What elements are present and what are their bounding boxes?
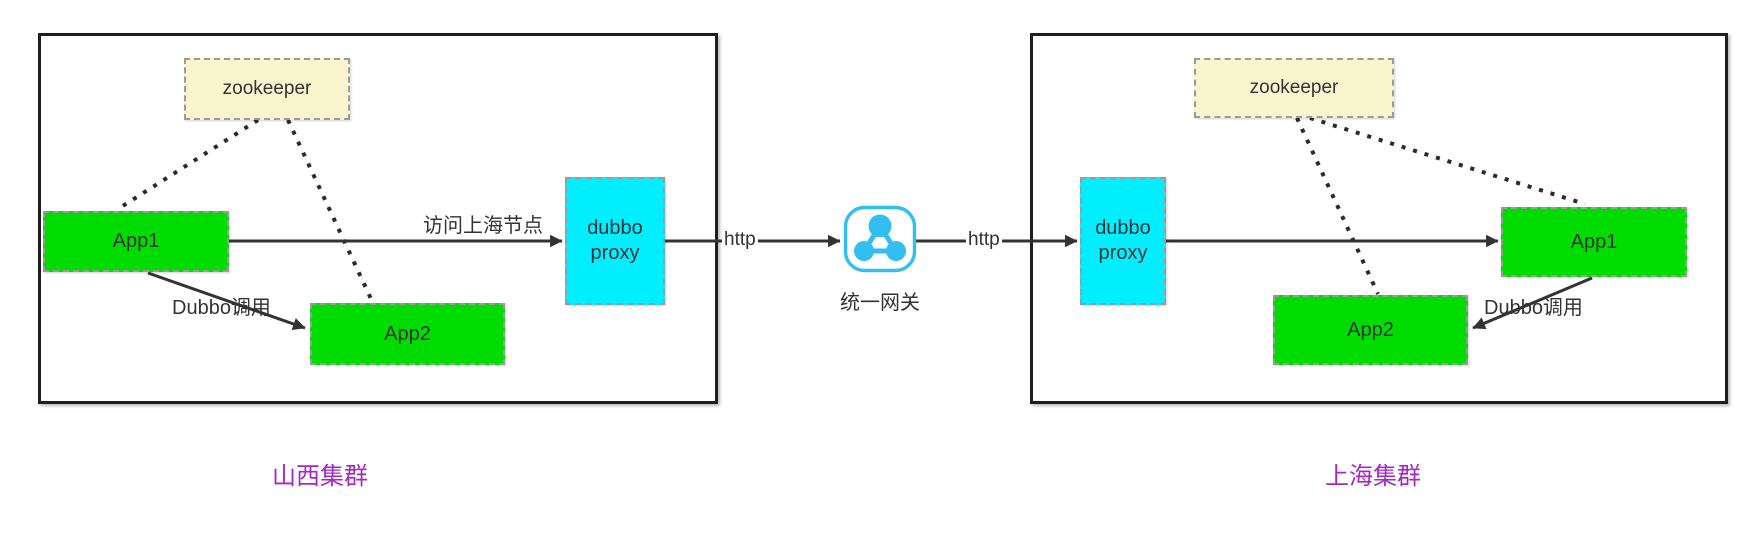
cluster-label-shanxi: 山西集群 [272,463,368,490]
node-right-app1: App1 [1501,207,1687,277]
gateway-node [843,205,917,273]
node-left-app2-label: App2 [384,322,431,345]
gateway-label: 统一网关 [840,292,920,314]
edge-right-zookeeper-app2-dotted [1295,117,1380,295]
network-nodes-icon [843,205,917,273]
edge-label-right-dubbo-call: Dubbo调用 [1484,297,1583,319]
edge-label-visit-shanghai: 访问上海节点 [423,215,543,237]
node-right-app1-label: App1 [1570,230,1618,253]
node-right-zookeeper: zookeeper [1194,58,1394,118]
node-left-app1-label: App1 [112,230,160,252]
http-label-right: http [966,229,1002,251]
edge-left-zookeeper-app2-dotted [286,119,374,302]
edge-right-zookeeper-app1-dotted [1309,116,1586,206]
edge-label-left-dubbo-call: Dubbo调用 [172,297,271,319]
edge-right-app1-to-app2-dubbo [1472,276,1593,330]
node-left-app1: App1 [43,211,229,272]
edge-left-zookeeper-app1-dotted [116,118,260,211]
node-right-app2: App2 [1273,295,1468,365]
node-left-app2: App2 [310,303,505,365]
node-left-zookeeper-label: zookeeper [222,78,312,100]
cluster-box-shanghai [1030,33,1728,404]
node-right-dubbo-proxy-label: dubbo proxy [1095,217,1151,264]
cluster-label-shanghai: 上海集群 [1325,463,1421,490]
node-right-dubbo-proxy: dubbo proxy [1080,177,1166,305]
cluster-box-shanxi [38,33,718,404]
node-left-zookeeper: zookeeper [184,58,350,120]
node-left-dubbo-proxy-label: dubbo proxy [587,217,643,264]
node-right-app2-label: App2 [1347,318,1394,341]
http-label-left: http [722,229,758,251]
node-left-dubbo-proxy: dubbo proxy [565,177,665,305]
edge-left-app1-to-app2-dubbo [147,271,306,330]
node-right-zookeeper-label: zookeeper [1249,77,1339,99]
